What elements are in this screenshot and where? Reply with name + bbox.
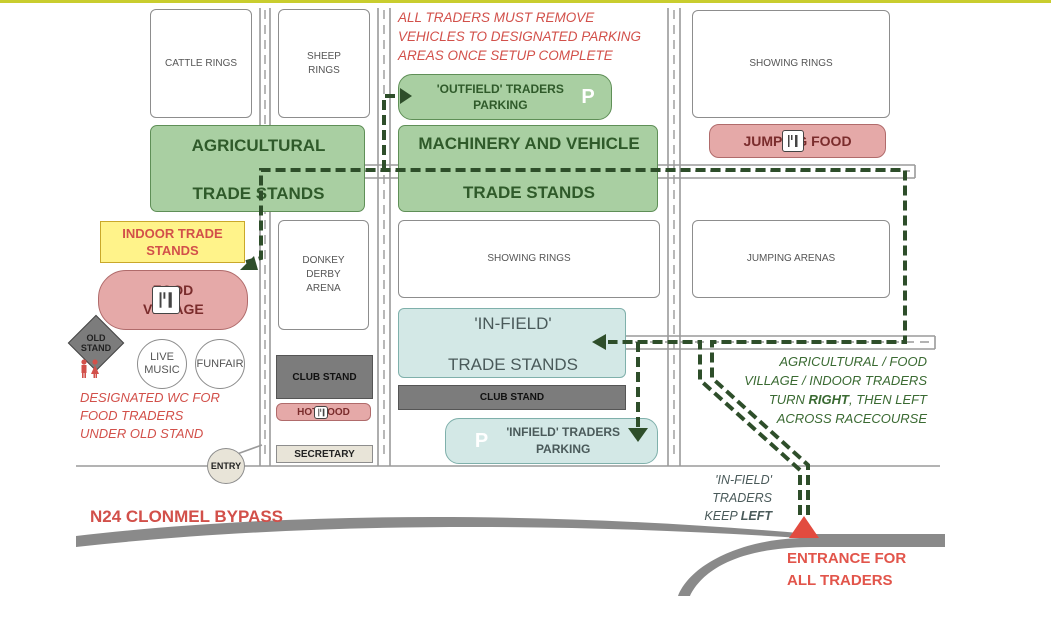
toilet-people-icon <box>81 359 99 378</box>
indoor-trade-stands: INDOOR TRADE STANDS <box>100 221 245 263</box>
hot-food: HOT FOOD <box>276 403 371 421</box>
entry-gate: ENTRY <box>207 448 245 484</box>
parking-icon: P <box>474 429 489 452</box>
cattle-rings-label: CATTLE RINGS <box>164 57 238 69</box>
top-border-line <box>0 0 1051 3</box>
entrance-triangle <box>789 516 819 538</box>
showing-rings-top-label: SHOWING RINGS <box>749 58 833 69</box>
infield-note-pre: 'IN-FIELD' TRADERS KEEP <box>704 473 772 523</box>
showing-rings-top: SHOWING RINGS <box>692 10 890 118</box>
infield-line2: TRADE STANDS <box>447 355 579 374</box>
road-name: N24 CLONMEL BYPASS <box>90 507 284 526</box>
infield-parking-label: 'INFIELD' TRADERS PARKING <box>506 425 621 456</box>
entrance-label: ENTRANCE FOR ALL TRADERS <box>787 550 907 589</box>
donkey-derby-arena: DONKEY DERBY ARENA <box>278 220 369 330</box>
agri-trade-line2: TRADE STANDS <box>192 184 325 203</box>
infield-trade-stands: 'IN-FIELD' TRADE STANDS <box>398 308 626 378</box>
sheep-rings-label: SHEEP RINGS <box>307 50 341 76</box>
food-fork-knife-icon <box>152 286 180 314</box>
infield-traders-parking: P 'INFIELD' TRADERS PARKING <box>445 418 658 464</box>
jumping-food: JUMPING FOOD <box>709 124 886 158</box>
agri-trade-line1: AGRICULTURAL <box>191 136 326 155</box>
food-fork-knife-icon <box>314 405 328 419</box>
showing-rings-middle: SHOWING RINGS <box>398 220 660 298</box>
vehicle-removal-notice: ALL TRADERS MUST REMOVE VEHICLES TO DESI… <box>398 10 642 63</box>
outfield-parking-label: 'OUTFIELD' TRADERS PARKING <box>436 82 564 112</box>
jumping-arenas-label: JUMPING ARENAS <box>746 253 836 264</box>
club-stand-left-label: CLUB STAND <box>292 371 357 383</box>
live-music-label: LIVE MUSIC <box>144 351 180 376</box>
secretary-label: SECRETARY <box>294 448 355 460</box>
funfair-label: FUNFAIR <box>196 357 244 370</box>
entry-label: ENTRY <box>210 460 242 471</box>
wc-note: DESIGNATED WC FOR FOOD TRADERS UNDER OLD… <box>80 390 220 441</box>
directions-mid: , THEN LEFT ACROSS RACECOURSE <box>776 392 927 426</box>
parking-icon: P <box>581 85 595 108</box>
machinery-line2: TRADE STANDS <box>463 183 595 202</box>
food-village: FOOD VILLAGE <box>98 270 248 330</box>
cattle-rings: CATTLE RINGS <box>150 9 252 118</box>
funfair: FUNFAIR <box>195 339 245 389</box>
indoor-trade-label: INDOOR TRADE STANDS <box>122 226 223 258</box>
food-fork-knife-icon <box>781 130 804 152</box>
directions-pre: AGRICULTURAL / FOOD VILLAGE / INDOOR TRA… <box>744 354 927 407</box>
secretary-office: SECRETARY <box>276 445 373 463</box>
club-stand-left: CLUB STAND <box>276 355 373 399</box>
showing-rings-mid-label: SHOWING RINGS <box>487 253 571 264</box>
jumping-arenas: JUMPING ARENAS <box>692 220 890 298</box>
club-stand-mid-label: CLUB STAND <box>479 392 545 403</box>
infield-keep-left-note: 'IN-FIELD' TRADERS KEEP LEFT <box>700 471 772 525</box>
live-music: LIVE MUSIC <box>137 339 187 389</box>
directions-right-emphasis: RIGHT <box>808 392 849 407</box>
infield-note-left-emphasis: LEFT <box>740 509 772 523</box>
donkey-derby-label: DONKEY DERBY ARENA <box>302 255 345 294</box>
machinery-line1: MACHINERY AND VEHICLE <box>418 134 640 153</box>
turn-right-directions: AGRICULTURAL / FOOD VILLAGE / INDOOR TRA… <box>735 352 927 428</box>
sheep-rings: SHEEP RINGS <box>278 9 370 118</box>
club-stand-middle: CLUB STAND <box>398 385 626 410</box>
infield-line1: 'IN-FIELD' <box>474 314 552 333</box>
outfield-traders-parking: 'OUTFIELD' TRADERS PARKING P <box>398 74 612 120</box>
